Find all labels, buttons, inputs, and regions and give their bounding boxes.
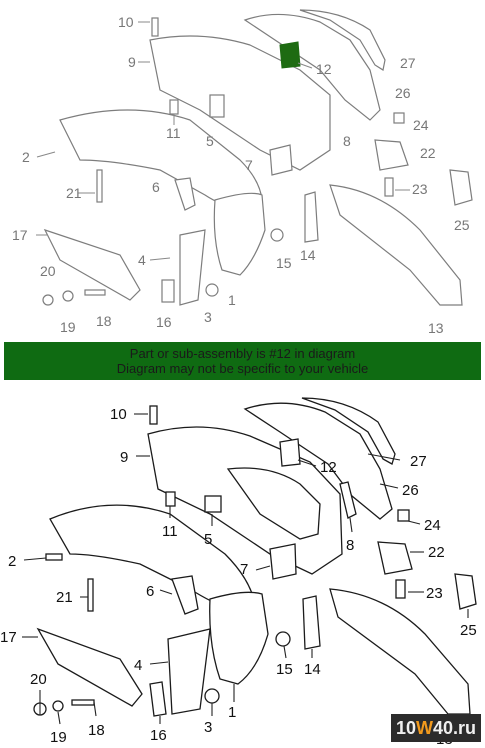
callout-14: 14 [304,661,321,678]
callout-27: 27 [400,55,416,71]
callout-9: 9 [120,449,128,466]
callout-13: 13 [428,320,444,336]
callout-18: 18 [88,722,105,739]
callout-14: 14 [300,247,316,263]
callout-8: 8 [343,133,351,149]
callout-1: 1 [228,292,236,308]
callout-26: 26 [395,85,411,101]
callout-4: 4 [138,252,146,268]
callout-8: 8 [346,537,354,554]
callout-2: 2 [8,553,16,570]
callout-25: 25 [454,217,470,233]
callout-15: 15 [276,255,292,271]
callout-16: 16 [150,727,167,744]
callout-15: 15 [276,661,293,678]
callout-22: 22 [420,145,436,161]
callout-7: 7 [240,561,248,578]
callout-6: 6 [146,583,154,600]
banner-line-2: Diagram may not be specific to your vehi… [116,361,369,376]
callout-10: 10 [110,406,127,423]
banner-line-1: Part or sub-assembly is #12 in diagram [129,346,356,361]
callout-17: 17 [12,227,28,243]
callout-7: 7 [245,157,253,173]
callout-26: 26 [402,482,419,499]
callout-12: 12 [320,459,337,476]
site-logo: 10W40.ru [391,714,481,742]
callout-21: 21 [66,185,82,201]
callout-22: 22 [428,544,445,561]
callout-25: 25 [460,622,477,639]
callout-19: 19 [50,729,67,746]
callout-16: 16 [156,314,172,330]
callout-10: 10 [118,14,134,30]
logo-suffix: 40.ru [433,718,477,738]
callout-20: 20 [40,263,56,279]
callout-18: 18 [96,313,112,329]
callout-24: 24 [424,517,441,534]
callout-23: 23 [412,181,428,197]
callout-1: 1 [228,704,236,721]
callout-23: 23 [426,585,443,602]
callout-19: 19 [60,319,76,335]
callout-3: 3 [204,719,212,736]
callout-6: 6 [152,179,160,195]
callout-11: 11 [166,125,181,141]
callout-27: 27 [410,453,427,470]
callout-2: 2 [22,149,30,165]
diagram-bottom: 10 9 11 5 12 27 26 24 8 22 7 2 23 21 6 2… [0,384,485,748]
notice-banner: Part or sub-assembly is #12 in diagram D… [4,342,481,380]
logo-prefix: 10 [395,718,416,738]
callout-3: 3 [204,309,212,325]
callout-20: 20 [30,671,47,688]
callout-17: 17 [0,629,17,646]
callout-24: 24 [413,117,429,133]
logo-accent: W [416,718,433,738]
callout-11: 11 [162,523,178,540]
callout-21: 21 [56,589,73,606]
callout-5: 5 [204,531,212,548]
callout-4: 4 [134,657,142,674]
callout-12: 12 [316,61,332,77]
diagram-top: 10 9 11 5 12 27 26 24 8 22 7 2 23 21 6 2… [0,0,485,340]
callout-5: 5 [206,133,214,149]
callout-9: 9 [128,54,136,70]
